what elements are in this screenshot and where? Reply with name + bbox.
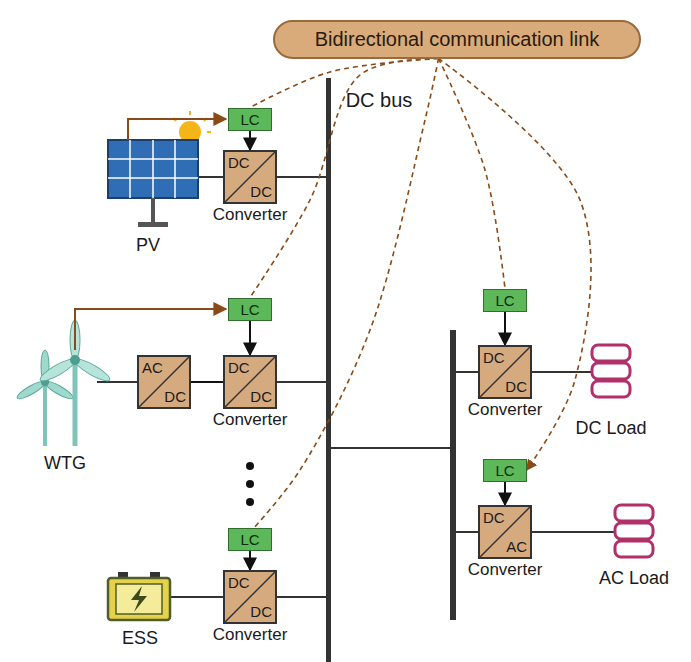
port-type-text: DC — [483, 509, 505, 526]
source-label: ESS — [122, 628, 158, 649]
control-arrow — [249, 321, 251, 356]
ac-load-symbol — [615, 505, 653, 557]
node-text: LC — [240, 301, 259, 318]
dc-load-symbol — [592, 345, 630, 397]
node-text: LC — [240, 531, 259, 548]
port-type-text: DC — [164, 388, 186, 405]
communication-link-line — [250, 58, 439, 297]
converter-caption: Converter — [213, 410, 288, 430]
control-arrow — [504, 482, 506, 506]
local-controller: LC — [483, 289, 526, 312]
control-arrow — [249, 131, 251, 151]
load-label: AC Load — [599, 568, 669, 589]
bus-label: DC bus — [346, 89, 413, 112]
converter-box: DCDCConverter — [223, 355, 277, 409]
port-type-text: DC — [483, 349, 505, 366]
local-controller: LC — [228, 298, 271, 321]
communication-link-line — [254, 59, 438, 528]
converter-box: DCDCConverter — [478, 345, 532, 399]
communication-link: Bidirectional communication link — [273, 20, 642, 59]
rectifier-box: ACDC — [137, 355, 191, 409]
local-controller: LC — [483, 459, 526, 482]
port-type-text: DC — [250, 388, 272, 405]
pv-panel — [108, 111, 226, 227]
battery — [108, 572, 170, 620]
source-label: WTG — [44, 453, 86, 474]
node-text: LC — [495, 292, 514, 309]
converter-caption: Converter — [213, 205, 288, 225]
control-arrow — [191, 381, 223, 383]
port-type-text: DC — [228, 359, 250, 376]
port-type-text: DC — [505, 378, 527, 395]
main-bus — [326, 78, 331, 662]
communication-link-line — [439, 59, 591, 471]
ellipsis-dots — [246, 462, 254, 506]
converter-caption: Converter — [468, 560, 543, 580]
communication-link-line — [439, 59, 505, 289]
inverter-box: DCACConverter — [478, 505, 532, 559]
converter-box: DCDCConverter — [223, 150, 277, 204]
port-type-text: AC — [506, 538, 527, 555]
control-arrow — [249, 551, 251, 571]
load-bus — [450, 330, 456, 620]
converter-caption: Converter — [213, 625, 288, 645]
node-text: LC — [495, 462, 514, 479]
port-type-text: DC — [228, 574, 250, 591]
local-controller: LC — [228, 528, 271, 551]
wind-turbines — [15, 309, 226, 446]
local-controller: LC — [228, 108, 271, 131]
node-text: Bidirectional communication link — [315, 28, 600, 51]
converter-caption: Converter — [468, 400, 543, 420]
control-arrow — [504, 312, 506, 346]
load-label: DC Load — [575, 418, 646, 439]
node-text: LC — [240, 111, 259, 128]
port-type-text: DC — [228, 154, 250, 171]
port-type-text: DC — [250, 603, 272, 620]
wires — [97, 177, 615, 597]
port-type-text: DC — [250, 183, 272, 200]
bus-tie — [331, 447, 450, 449]
port-type-text: AC — [142, 359, 163, 376]
converter-box: DCDCConverter — [223, 570, 277, 624]
source-label: PV — [136, 235, 160, 256]
